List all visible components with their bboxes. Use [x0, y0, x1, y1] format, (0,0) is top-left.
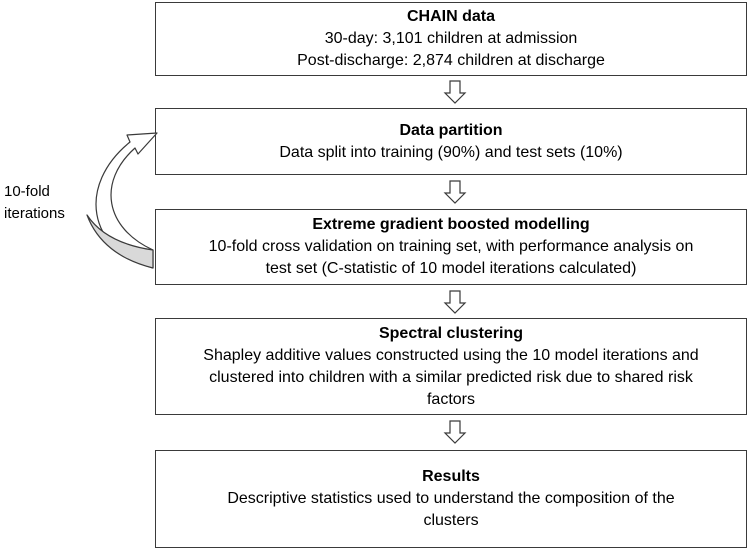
box-title: Extreme gradient boosted modelling	[312, 216, 590, 233]
box-title: Results	[422, 468, 480, 485]
box-title: Data partition	[399, 121, 503, 139]
box-line: Shapley additive values constructed usin…	[203, 346, 699, 364]
down-arrow-icon	[443, 420, 467, 444]
box-line: test set (C-statistic of 10 model iterat…	[265, 260, 637, 277]
box-line: clustered into children with a similar p…	[209, 368, 693, 386]
box-line: 30-day: 3,101 children at admission	[324, 30, 578, 47]
down-arrow-icon	[443, 180, 467, 204]
box-line: Descriptive statistics used to understan…	[227, 490, 675, 507]
box-line: clusters	[423, 512, 479, 529]
gradient-boosted-modelling-box: Extreme gradient boosted modelling 10-fo…	[155, 209, 747, 285]
data-partition-box: Data partition Data split into training …	[155, 108, 747, 175]
iteration-loop-arrow-icon	[86, 132, 158, 269]
loop-label-line: 10-fold	[4, 183, 50, 200]
box-title: CHAIN data	[406, 8, 495, 25]
box-line: Post-discharge: 2,874 children at discha…	[297, 52, 605, 69]
loop-label: 10-fold iterations	[4, 181, 65, 225]
box-line: factors	[426, 390, 475, 408]
down-arrow-icon	[443, 290, 467, 314]
spectral-clustering-box: Spectral clustering Shapley additive val…	[155, 318, 747, 415]
down-arrow-icon	[443, 80, 467, 104]
chain-data-box: CHAIN data 30-day: 3,101 children at adm…	[155, 2, 747, 76]
loop-label-line: iterations	[4, 205, 65, 222]
box-line: 10-fold cross validation on training set…	[208, 238, 694, 255]
box-title: Spectral clustering	[378, 324, 524, 342]
results-box: Results Descriptive statistics used to u…	[155, 450, 747, 548]
box-line: Data split into training (90%) and test …	[279, 143, 623, 161]
